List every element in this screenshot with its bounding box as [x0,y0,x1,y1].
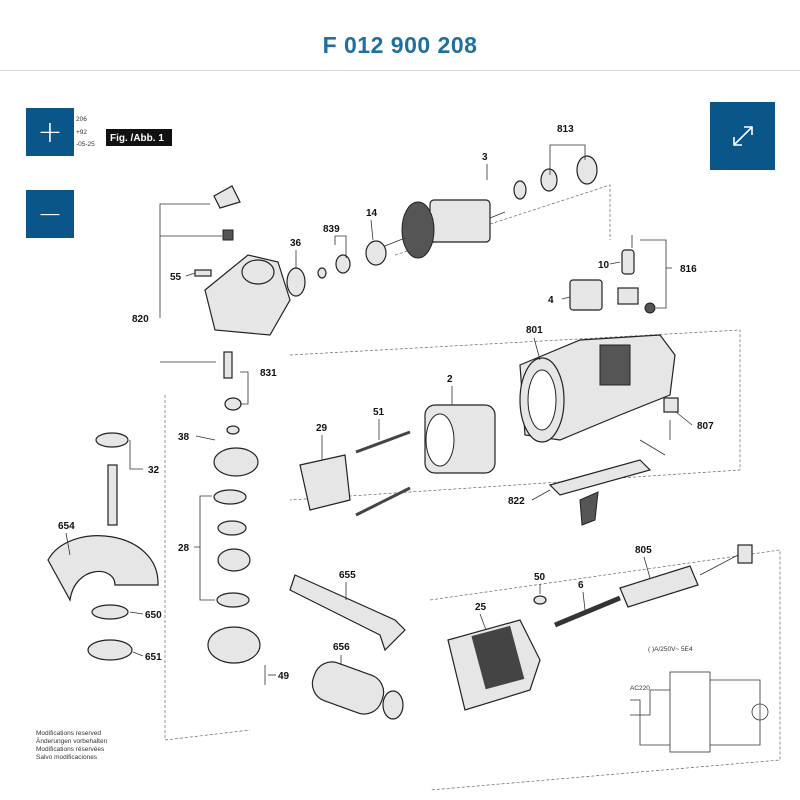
part-number: 822 [508,496,525,507]
cable-and-plug [533,544,753,628]
part-number: 6 [578,580,584,591]
corner-code: -05-25 [76,141,95,148]
part-number: 813 [557,124,574,135]
part-number: 28 [178,543,190,554]
part-number: 4 [548,295,554,306]
screws-51 [355,430,411,517]
flange-650 [91,604,129,620]
rear-cover [447,619,541,711]
part-number: 816 [680,264,697,275]
switch-parts [569,235,656,314]
fig-label-box [106,129,172,146]
page-title: F 012 900 208 [322,32,478,58]
part-number: 801 [526,325,543,336]
part-number: 3 [482,152,488,163]
footer-note: Änderungen vorbehalten [36,737,108,745]
part-number: 655 [339,570,356,581]
air-guide-ring [299,454,351,511]
zoom-in-button[interactable]: + [26,108,74,156]
header-divider [0,70,800,71]
rating-text: ( )A/250V~ 5E4 [648,646,693,653]
part-number: 50 [534,572,546,583]
part-number: 807 [697,421,714,432]
nut-651 [87,639,133,661]
guide-box [289,329,741,501]
wiring-schematic: ( )A/250V~ 5E4 AC220 [630,646,769,753]
part-number: 839 [323,224,340,235]
part-number: 656 [333,642,350,653]
part-number: 51 [373,407,385,418]
part-number: 831 [260,368,277,379]
part-number: 38 [178,432,190,443]
footer-note: Salvo modificaciones [36,754,98,761]
part-number: 654 [58,521,75,532]
part-labels: 3 813 14 839 36 820 55 4 816 10 801 2 51… [58,124,714,682]
brush-holder [548,439,666,526]
guide-box [429,549,781,791]
zoom-out-button[interactable]: − [26,190,74,238]
spanner [289,574,406,652]
stator [424,404,496,474]
guide-box [164,395,251,741]
spindle [95,432,129,526]
motor-housing [519,334,679,443]
fig-label: Fig. /Abb. 1 [110,133,164,144]
part-number: 32 [148,465,160,476]
fullscreen-button[interactable] [710,102,775,170]
footer-note: Modifications reserved [36,730,101,737]
part-number: 805 [635,545,652,556]
corner-code: 206 [76,116,87,123]
footer-note: Modifications réservées [36,746,105,753]
ac-label: AC220 [630,685,650,692]
wheel-guard [47,535,159,602]
part-number: 10 [598,260,610,271]
plus-icon: + [37,114,63,150]
gear-head-housing [204,254,291,435]
auxiliary-handle [311,661,404,720]
part-number: 49 [278,671,290,682]
gear-stack [207,447,266,685]
part-number: 650 [145,610,162,621]
expand-icon [732,126,753,146]
part-number: 820 [132,314,149,325]
part-number: 25 [475,602,487,613]
part-number: 29 [316,423,328,434]
minus-icon: − [37,196,63,232]
bearing [513,155,598,200]
leader-lines [65,144,693,676]
part-number: 651 [145,652,162,663]
corner-code: +92 [76,129,87,136]
part-number: 36 [290,238,302,249]
part-number: 55 [170,272,182,283]
part-number: 2 [447,374,453,385]
part-number: 14 [366,208,378,219]
armature [374,199,506,259]
